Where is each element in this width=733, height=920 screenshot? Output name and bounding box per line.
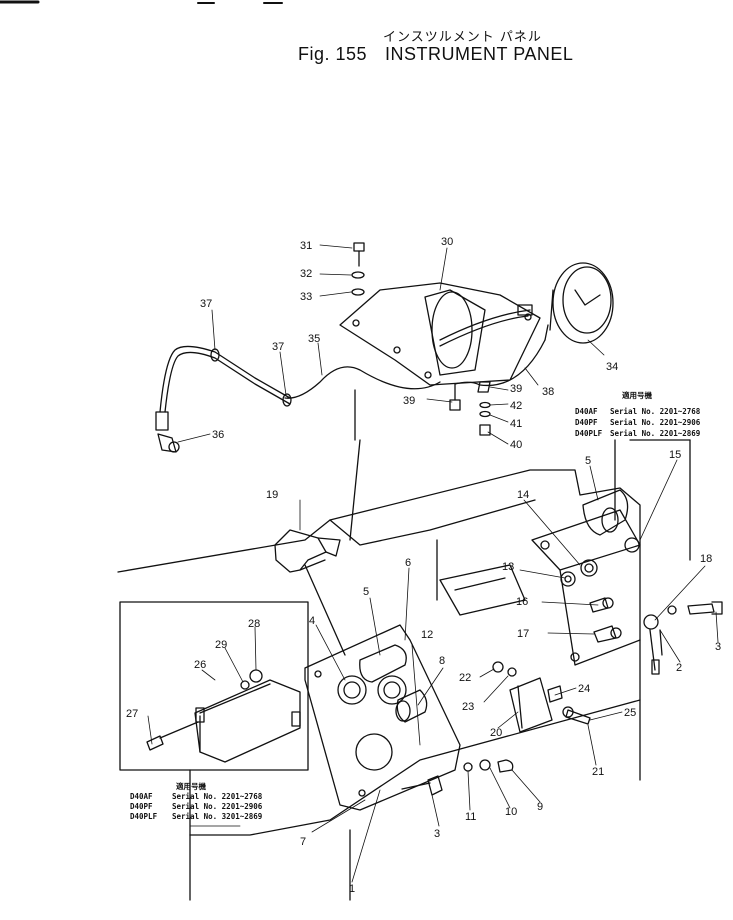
serial-right-model-3: D40PLF <box>575 429 603 438</box>
panel-body <box>117 389 723 901</box>
callout-5-lower: 5 <box>363 586 369 598</box>
callout-8: 8 <box>439 655 445 667</box>
callout-6: 6 <box>405 557 411 569</box>
upper-cluster <box>155 242 614 453</box>
callout-4: 4 <box>309 615 315 627</box>
callout-labels: 31 32 33 30 37 37 35 36 34 38 39 39 42 4… <box>126 236 721 895</box>
callout-40: 40 <box>510 439 522 451</box>
callout-39a: 39 <box>510 383 522 395</box>
callout-32: 32 <box>300 268 312 280</box>
leader-lines <box>147 244 719 883</box>
serial-left-heading: 適用号機 <box>176 781 206 791</box>
callout-16: 16 <box>516 596 528 608</box>
callout-7: 7 <box>300 836 306 848</box>
figure-title-japanese: インスツルメント パネル <box>383 30 542 45</box>
callout-36: 36 <box>212 429 224 441</box>
callout-5-upper: 5 <box>585 455 591 467</box>
callout-17: 17 <box>517 628 529 640</box>
scan-marks <box>0 0 283 4</box>
serial-right-serial-2: Serial No. 2201~2906 <box>610 418 701 427</box>
callout-37a: 37 <box>200 298 212 310</box>
callout-14: 14 <box>517 489 529 501</box>
callout-24: 24 <box>578 683 590 695</box>
figure-title-english: INSTRUMENT PANEL <box>385 44 574 64</box>
serial-block-left: 適用号機 D40AF Serial No. 2201~2768 D40PF Se… <box>130 781 263 821</box>
callout-13: 13 <box>502 561 514 573</box>
callout-11: 11 <box>465 811 476 823</box>
inset-box <box>119 601 309 836</box>
serial-left-serial-3: Serial No. 3201~2869 <box>172 812 263 821</box>
callout-23: 23 <box>462 701 474 713</box>
serial-right-serial-3: Serial No. 2201~2869 <box>610 429 701 438</box>
callout-37b: 37 <box>272 341 284 353</box>
serial-left-serial-1: Serial No. 2201~2768 <box>172 792 263 801</box>
callout-38: 38 <box>542 386 554 398</box>
callout-31: 31 <box>300 240 312 252</box>
serial-left-model-3: D40PLF <box>130 812 158 821</box>
callout-19: 19 <box>266 489 278 501</box>
callout-18: 18 <box>700 553 712 565</box>
serial-left-model-2: D40PF <box>130 802 153 811</box>
callout-10: 10 <box>505 806 517 818</box>
callout-30: 30 <box>441 236 453 248</box>
callout-33: 33 <box>300 291 312 303</box>
callout-20: 20 <box>490 727 502 739</box>
callout-25: 25 <box>624 707 636 719</box>
callout-15: 15 <box>669 449 681 461</box>
callout-21: 21 <box>592 766 604 778</box>
callout-27: 27 <box>126 708 138 720</box>
callout-26: 26 <box>194 659 206 671</box>
callout-39b: 39 <box>403 395 415 407</box>
callout-35: 35 <box>308 333 320 345</box>
bracket-19 <box>274 529 346 656</box>
figure-title: Fig. 155 INSTRUMENT PANEL <box>298 44 573 65</box>
callout-28: 28 <box>248 618 260 630</box>
callout-1: 1 <box>349 883 355 895</box>
serial-right-serial-1: Serial No. 2201~2768 <box>610 407 701 416</box>
callout-9: 9 <box>537 801 543 813</box>
serial-right-heading: 適用号機 <box>622 390 652 400</box>
figure-number: Fig. 155 <box>298 44 368 64</box>
serial-right-model-2: D40PF <box>575 418 598 427</box>
callout-3-lower: 3 <box>434 828 440 840</box>
callout-42: 42 <box>510 400 522 412</box>
callout-12: 12 <box>421 629 433 641</box>
callout-41: 41 <box>510 418 522 430</box>
serial-block-right: 適用号機 D40AF Serial No. 2201~2768 D40PF Se… <box>575 390 701 438</box>
callout-22: 22 <box>459 672 471 684</box>
callout-3-right: 3 <box>715 641 721 653</box>
callout-29: 29 <box>215 639 227 651</box>
serial-right-model-1: D40AF <box>575 407 598 416</box>
serial-left-serial-2: Serial No. 2201~2906 <box>172 802 263 811</box>
serial-left-model-1: D40AF <box>130 792 153 801</box>
callout-34: 34 <box>606 361 618 373</box>
callout-2: 2 <box>676 662 682 674</box>
